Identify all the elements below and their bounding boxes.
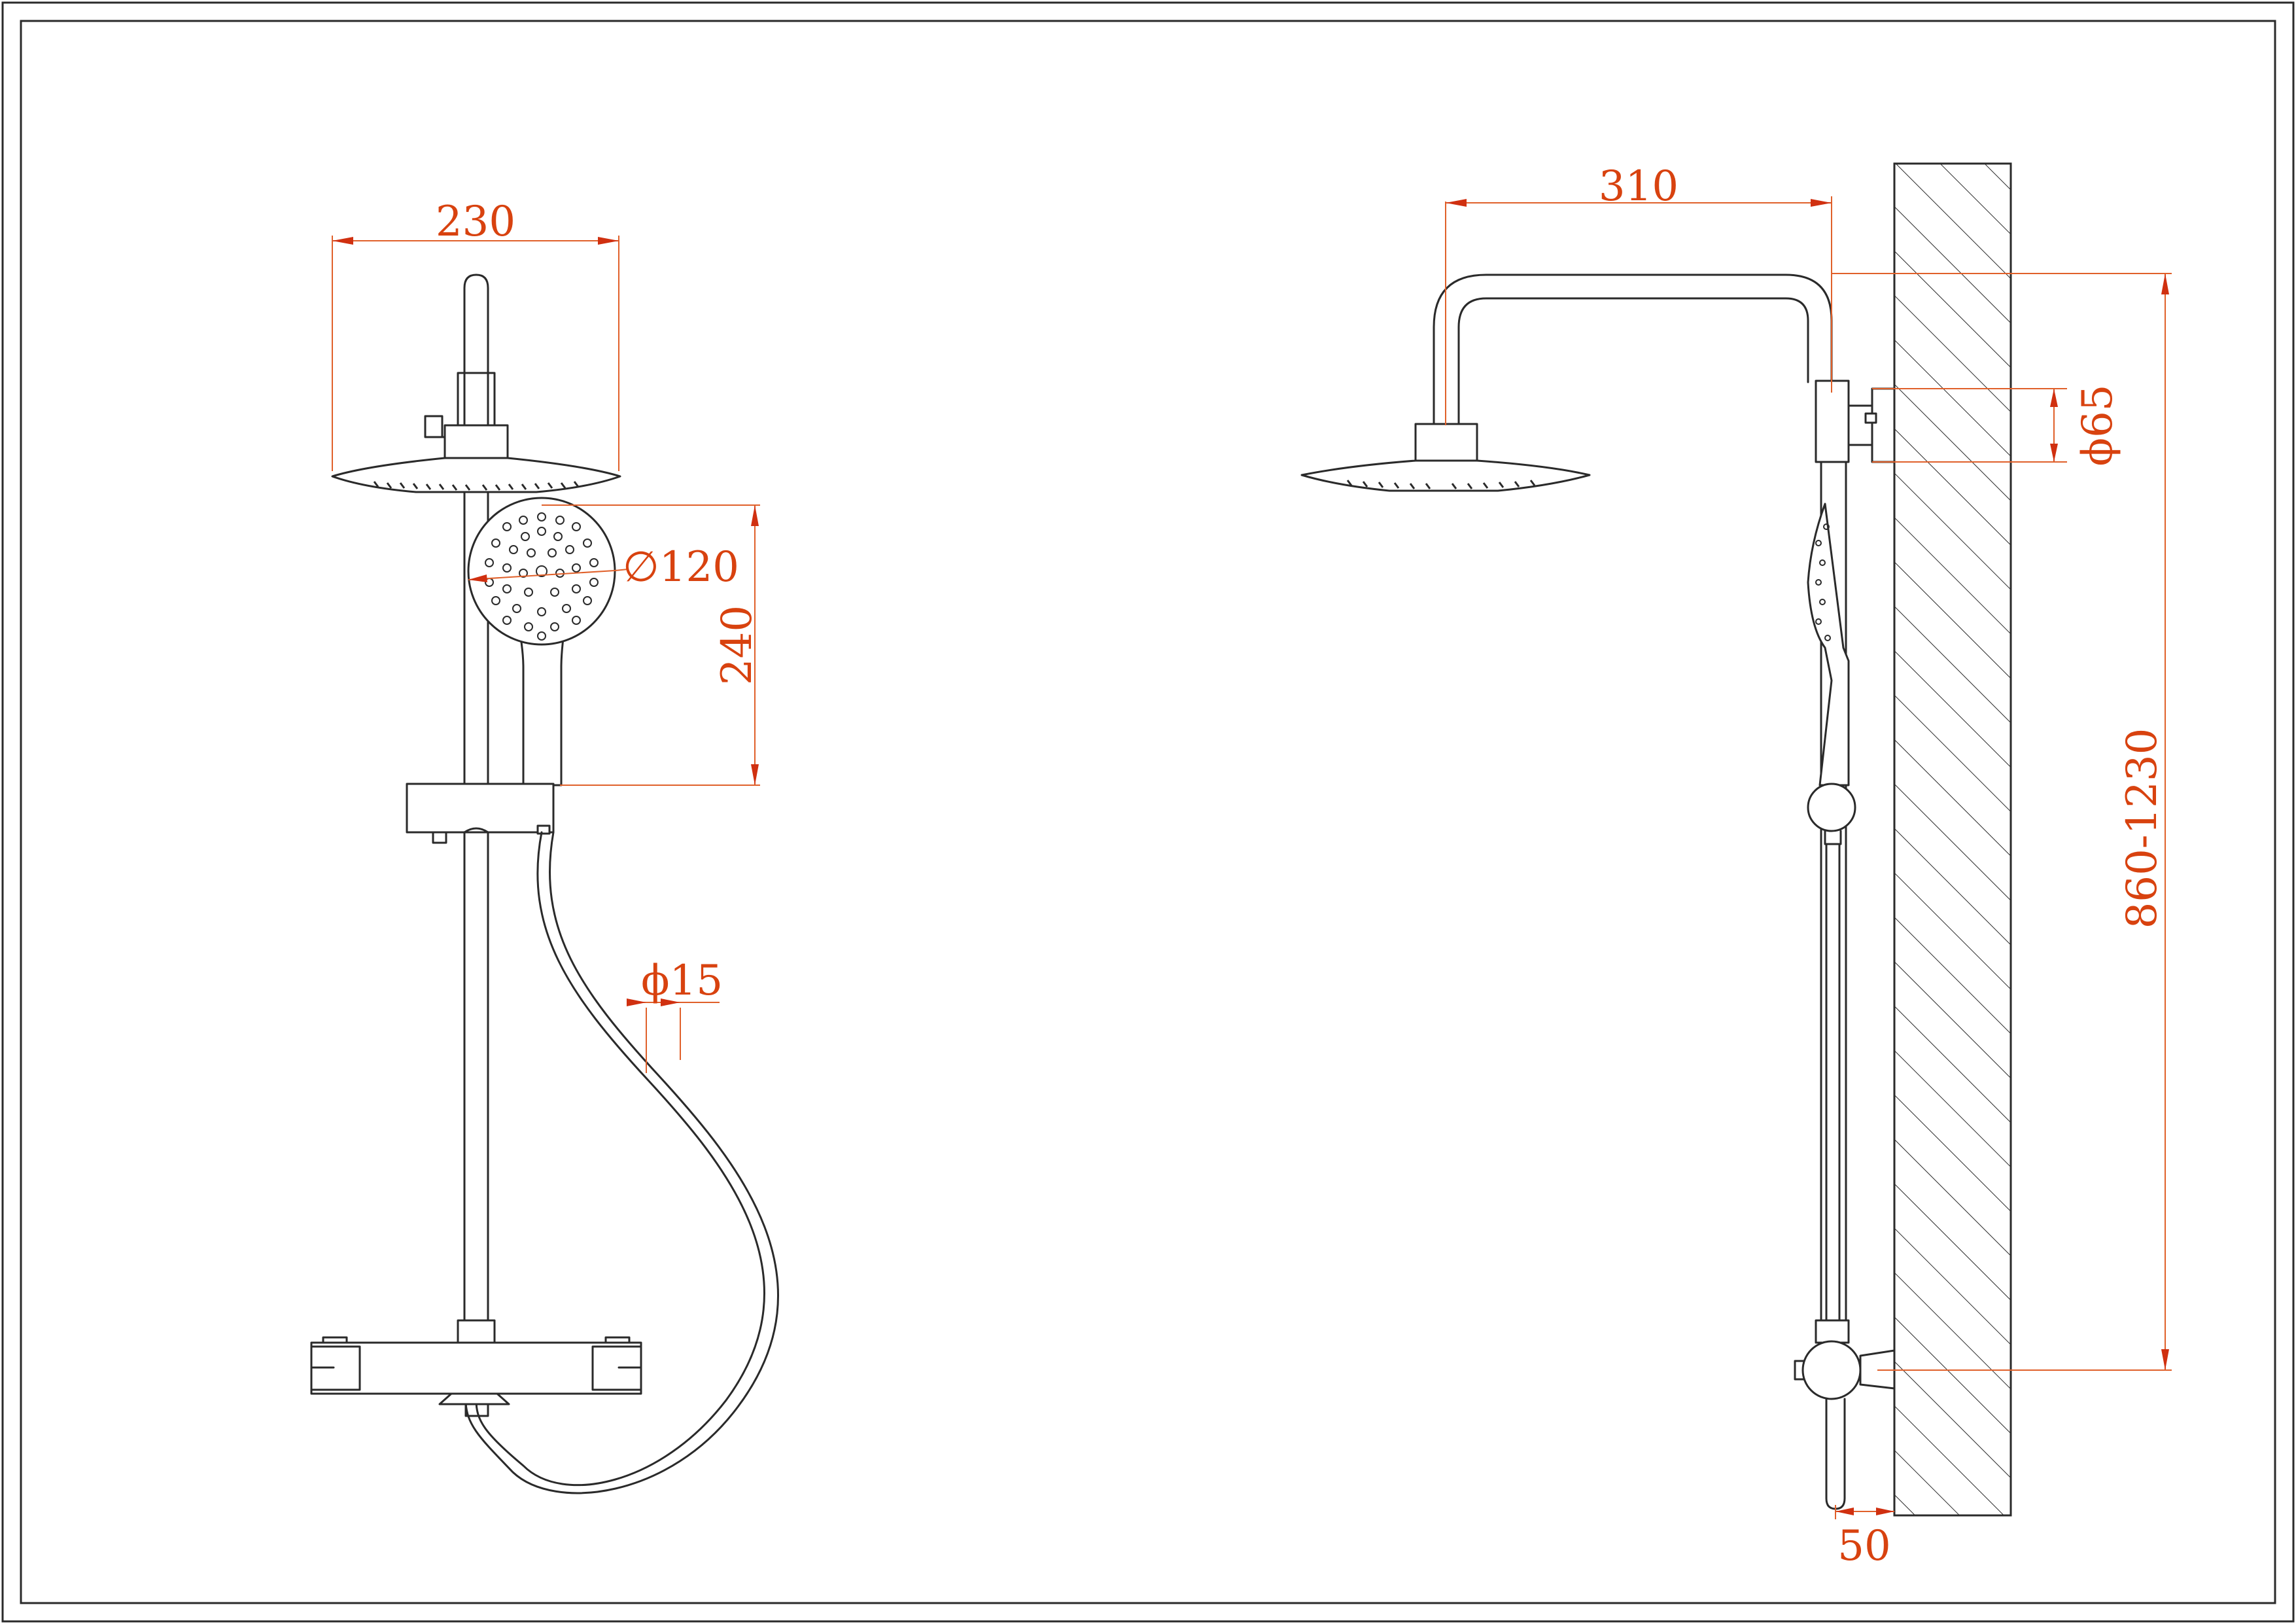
dim-wall-flange-diameter: ϕ65 [2074, 384, 2122, 466]
side-diverter [1815, 380, 1850, 463]
overhead-shower-cap [444, 424, 509, 459]
overhead-shower-head [331, 457, 621, 493]
mixer-outlet [438, 1392, 510, 1405]
main-rail [463, 491, 489, 1323]
dim-wall-distance: 50 [1837, 1522, 1890, 1570]
front-view [310, 274, 779, 1494]
side-overhead-cap [1414, 423, 1478, 462]
rail-slider [406, 783, 555, 834]
rail-collar [457, 1319, 496, 1344]
overhead-nozzles [373, 481, 580, 491]
dim-hand-shower-height: 240 [713, 605, 761, 685]
dim-arm-projection: 310 [1599, 162, 1679, 211]
wall-section [1893, 162, 2012, 1517]
overhead-swivel [457, 372, 496, 430]
dim-overhead-width: 230 [436, 198, 515, 246]
slider-knob [432, 831, 447, 844]
side-mixer [1801, 1340, 1862, 1400]
dim-hose-diameter: ϕ15 [641, 957, 723, 1005]
side-dimensions [1445, 196, 2172, 1519]
hand-shower-face [467, 497, 616, 646]
mixer-left-knob [310, 1345, 361, 1391]
shower-hose [475, 831, 765, 1487]
shower-arm [1433, 274, 1833, 425]
inner-frame [20, 20, 2276, 1604]
bracket [424, 415, 444, 438]
thermostatic-mixer [310, 1341, 642, 1395]
side-overhead-head [1300, 459, 1591, 492]
mixer-right-knob [591, 1345, 642, 1391]
side-slider [1807, 783, 1856, 832]
side-hand-shower [1807, 503, 1850, 786]
wall-bracket [1847, 404, 1873, 446]
dim-hand-shower-diameter: ∅120 [623, 543, 739, 591]
overhead-riser [463, 274, 489, 427]
side-rail-collar [1815, 1319, 1850, 1344]
dim-rail-height-range: 860-1230 [2118, 728, 2166, 929]
hand-shower-nozzles [485, 512, 599, 641]
side-view [1300, 162, 2012, 1517]
front-dimensions [332, 236, 760, 1073]
